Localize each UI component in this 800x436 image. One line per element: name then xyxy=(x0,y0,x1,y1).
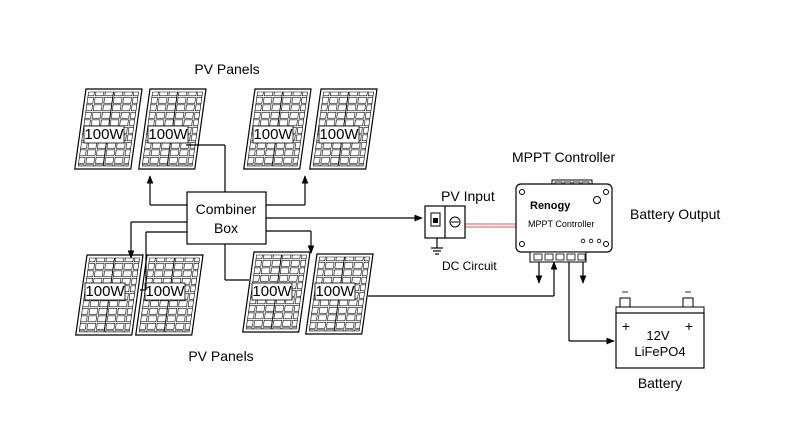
dc-circuit-breaker xyxy=(424,205,466,255)
battery-chemistry: LiFePO4 xyxy=(634,344,685,359)
panel-wattage: 100W xyxy=(253,126,293,143)
pv-input-label: PV Input xyxy=(441,188,495,204)
combiner-label-line2: Box xyxy=(214,220,238,236)
mppt-controller: Renogy MPPT Controller xyxy=(515,179,613,263)
panel-wattage-box xyxy=(147,125,189,144)
brand-label: Renogy xyxy=(530,200,571,212)
panel-wattage: 100W xyxy=(145,283,185,300)
battery-voltage: 12V xyxy=(646,328,669,343)
pv-panel: 100W xyxy=(309,88,378,170)
panel-wattage-box xyxy=(314,282,356,301)
combiner-box: Combiner Box xyxy=(186,191,267,245)
battery-plus-left: + xyxy=(622,318,630,334)
combiner-label-line1: Combiner xyxy=(196,201,257,217)
panel-wattage: 100W xyxy=(319,126,359,143)
panel-wattage: 100W xyxy=(148,126,188,143)
battery-negative-sign: − xyxy=(621,285,628,299)
panel-wattage-box xyxy=(252,125,294,144)
panel-wattage-box xyxy=(251,282,293,301)
battery-output-label: Battery Output xyxy=(630,206,720,222)
battery-plus-right: + xyxy=(685,318,693,334)
pv-panel: 100W xyxy=(242,251,311,333)
pv-panel: 100W xyxy=(135,254,204,336)
wiring xyxy=(127,144,615,345)
panel-wattage-box xyxy=(83,125,125,144)
panel-wattage: 100W xyxy=(252,283,292,300)
pv-panel-array: 100W 100W 100W 100W 100W 100W 100W 100W xyxy=(74,88,378,336)
pv-panel: 100W xyxy=(138,88,207,170)
mppt-controller-title: MPPT Controller xyxy=(512,149,616,165)
pv-panel: 100W xyxy=(305,253,374,335)
battery: − − + + 12V LiFePO4 xyxy=(615,285,705,369)
panel-wattage-box xyxy=(144,282,186,301)
dc-circuit-label: DC Circuit xyxy=(442,259,497,273)
panel-wattage: 100W xyxy=(85,283,125,300)
panel-wattage: 100W xyxy=(84,126,124,143)
panel-wattage: 100W xyxy=(315,283,355,300)
pv-panels-bottom-label: PV Panels xyxy=(188,348,253,364)
battery-positive-sign: − xyxy=(684,285,691,299)
pv-panel: 100W xyxy=(75,254,144,336)
panel-wattage-box xyxy=(318,125,360,144)
controller-label: MPPT Controller xyxy=(528,219,594,229)
pv-panel: 100W xyxy=(243,88,312,170)
pv-panel: 100W xyxy=(74,88,143,170)
panel-wattage-box xyxy=(84,282,126,301)
battery-title: Battery xyxy=(638,375,682,391)
pv-panels-top-label: PV Panels xyxy=(194,61,259,77)
